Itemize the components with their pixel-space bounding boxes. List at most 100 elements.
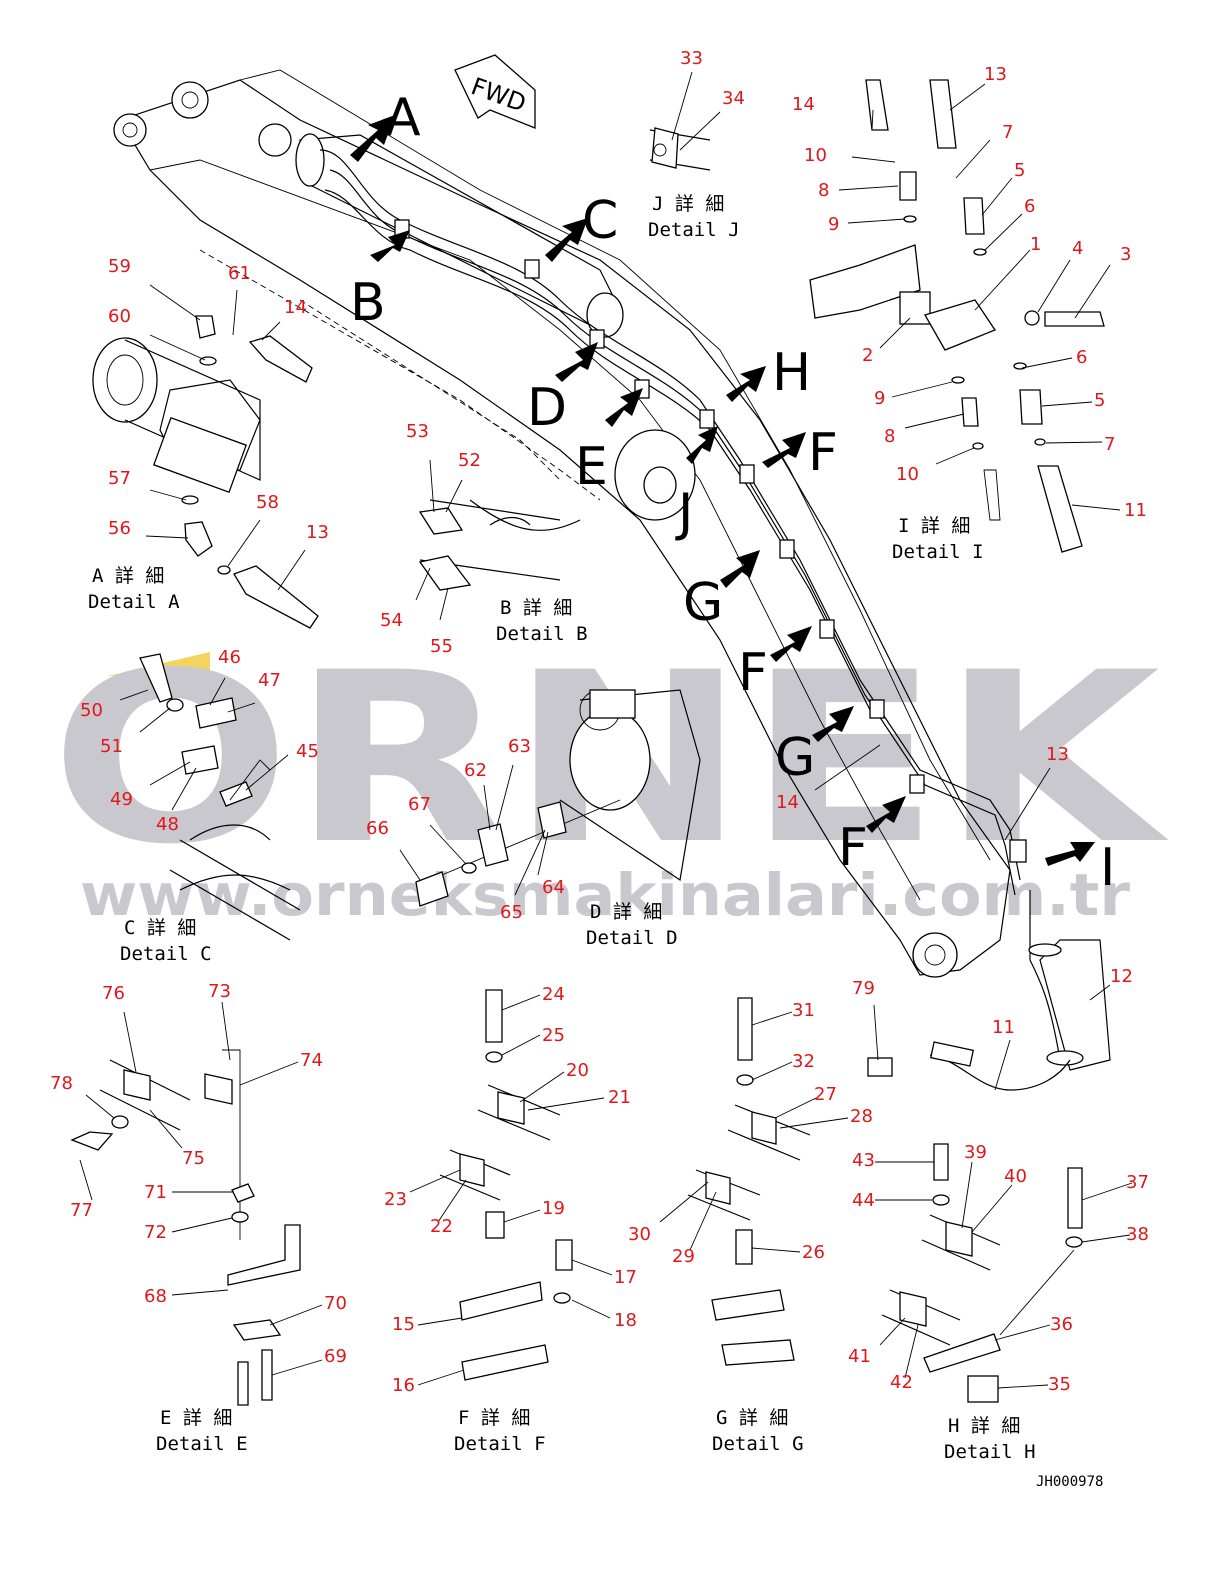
boom-assembly <box>113 69 1111 1091</box>
part-14-detail-a: 14 <box>284 297 307 318</box>
detail-a-drawing <box>92 315 319 629</box>
part-10-top: 10 <box>804 145 827 166</box>
detail-i-en: Detail I <box>892 541 984 563</box>
detail-d-en: Detail D <box>586 927 678 949</box>
part-59: 59 <box>108 256 131 277</box>
view-letter-g2: G <box>775 728 815 788</box>
part-68: 68 <box>144 1286 167 1307</box>
part-29: 29 <box>672 1246 695 1267</box>
part-42: 42 <box>890 1372 913 1393</box>
leader-lines <box>79 71 1133 1389</box>
part-79: 79 <box>852 978 875 999</box>
part-21: 21 <box>608 1087 631 1108</box>
part-13-boom: 13 <box>1046 744 1069 765</box>
part-13-detail-i: 13 <box>984 64 1007 85</box>
part-76: 76 <box>102 983 125 1004</box>
detail-d-drawing <box>415 689 701 907</box>
detail-b-jp: B 詳 細 <box>500 597 572 619</box>
view-letter-i: I <box>1100 838 1115 898</box>
part-52: 52 <box>458 450 481 471</box>
part-17: 17 <box>614 1267 637 1288</box>
part-7-top: 7 <box>1002 122 1013 143</box>
part-34: 34 <box>722 88 745 109</box>
part-3: 3 <box>1120 244 1131 265</box>
detail-j-en: Detail J <box>648 219 740 241</box>
part-38: 38 <box>1126 1224 1149 1245</box>
detail-e-en: Detail E <box>156 1433 248 1455</box>
part-73: 73 <box>208 981 231 1002</box>
detail-c-jp: C 詳 細 <box>124 917 196 939</box>
part-49: 49 <box>110 789 133 810</box>
part-45: 45 <box>296 741 319 762</box>
part-75: 75 <box>182 1148 205 1169</box>
view-letter-e: E <box>575 437 608 497</box>
part-64: 64 <box>542 877 565 898</box>
part-78: 78 <box>50 1073 73 1094</box>
watermark-url: www.orneksmakinalari.com.tr <box>80 861 1130 929</box>
view-arrows <box>350 115 1095 866</box>
detail-c-drawing <box>139 653 301 941</box>
part-57: 57 <box>108 468 131 489</box>
detail-h-jp: H 詳 細 <box>948 1415 1020 1437</box>
detail-c-en: Detail C <box>120 943 212 965</box>
part-15: 15 <box>392 1314 415 1335</box>
part-53: 53 <box>406 421 429 442</box>
part-35: 35 <box>1048 1374 1071 1395</box>
part-1: 1 <box>1030 234 1041 255</box>
part-72: 72 <box>144 1222 167 1243</box>
part-11-hose: 11 <box>992 1017 1015 1038</box>
part-14-boom: 14 <box>776 792 799 813</box>
view-letter-f1: F <box>808 423 838 483</box>
part-27: 27 <box>814 1084 837 1105</box>
part-60: 60 <box>108 306 131 327</box>
part-8-top: 8 <box>818 180 829 201</box>
detail-f-jp: F 詳 細 <box>458 1407 530 1429</box>
part-19: 19 <box>542 1198 565 1219</box>
part-11-detail-i: 11 <box>1124 500 1147 521</box>
part-32: 32 <box>792 1051 815 1072</box>
detail-a-en: Detail A <box>88 591 180 613</box>
drawing-code: JH000978 <box>1036 1474 1103 1490</box>
detail-b-drawing <box>418 499 581 591</box>
part-50: 50 <box>80 700 103 721</box>
part-47: 47 <box>258 670 281 691</box>
part-55: 55 <box>430 636 453 657</box>
part-41: 41 <box>848 1346 871 1367</box>
part-66: 66 <box>366 818 389 839</box>
part-22: 22 <box>430 1216 453 1237</box>
part-4: 4 <box>1072 238 1083 259</box>
detail-e-drawing <box>70 1049 301 1406</box>
view-letter-d: D <box>527 378 567 438</box>
detail-h-drawing <box>881 1143 1083 1403</box>
part-65: 65 <box>500 902 523 923</box>
part-77: 77 <box>70 1200 93 1221</box>
detail-f-en: Detail F <box>454 1433 546 1455</box>
detail-h-en: Detail H <box>944 1441 1036 1463</box>
view-letter-b: B <box>350 273 386 333</box>
view-letter-h: H <box>772 343 811 403</box>
part-9-top: 9 <box>828 214 839 235</box>
detail-e-jp: E 詳 細 <box>160 1407 232 1429</box>
part-16: 16 <box>392 1375 415 1396</box>
part-18: 18 <box>614 1310 637 1331</box>
part-24: 24 <box>542 984 565 1005</box>
part-13-detail-a: 13 <box>306 522 329 543</box>
part-54: 54 <box>380 610 403 631</box>
fwd-arrow: FWD <box>454 54 536 129</box>
part-20: 20 <box>566 1060 589 1081</box>
detail-j-jp: J 詳 細 <box>652 193 724 215</box>
part-31: 31 <box>792 1000 815 1021</box>
part-74: 74 <box>300 1050 323 1071</box>
watermark: ORNEK www.orneksmakinalari.com.tr <box>50 623 1170 929</box>
part-58: 58 <box>256 492 279 513</box>
view-letters: A B C D E F F F G G H I J <box>350 88 1115 898</box>
part-33: 33 <box>680 48 703 69</box>
part-12: 12 <box>1110 966 1133 987</box>
view-letter-a: A <box>385 88 421 148</box>
part-40: 40 <box>1004 1166 1027 1187</box>
part-28: 28 <box>850 1106 873 1127</box>
detail-d-jp: D 詳 細 <box>590 901 662 923</box>
part-10-bottom: 10 <box>896 464 919 485</box>
view-letter-f3: F <box>838 818 868 878</box>
